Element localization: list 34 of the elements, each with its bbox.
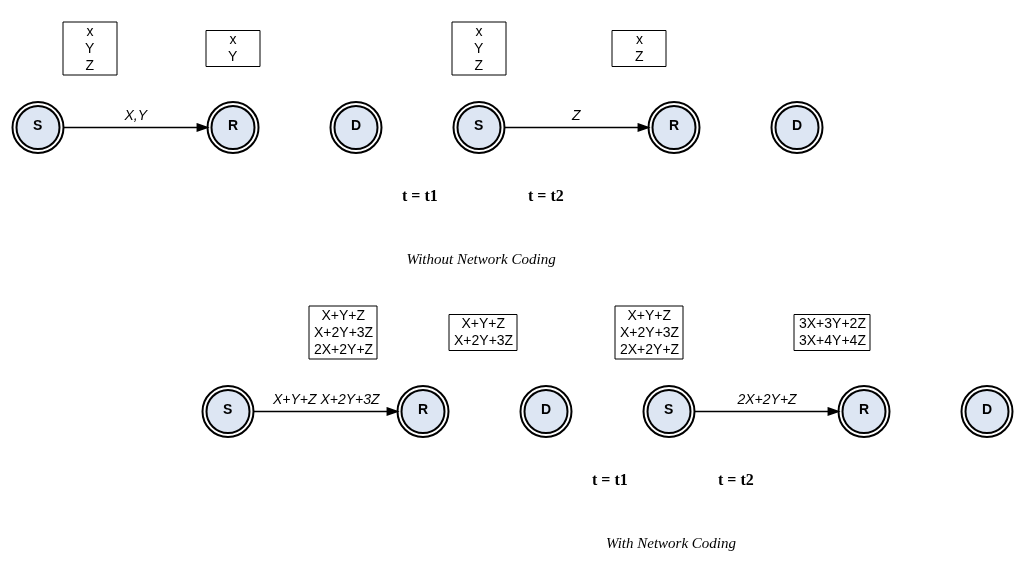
label: t = t1	[592, 470, 628, 488]
edge-label: 2X+2Y+Z	[737, 390, 797, 407]
label: With Network Coding	[606, 534, 737, 551]
edge-label: X+Y+Z X+2Y+3Z	[273, 390, 380, 407]
arrow	[694, 406, 841, 417]
label: t = t2	[528, 186, 564, 204]
node-circle: R	[647, 101, 701, 154]
node-box: x Y Z	[62, 21, 118, 76]
node-box: X+Y+Z X+2Y+3Z 2X+2Y+Z	[308, 305, 378, 360]
node-circle: S	[201, 385, 255, 438]
label: t = t1	[402, 186, 438, 204]
node-box: X+Y+Z X+2Y+3Z 2X+2Y+Z	[614, 305, 684, 360]
node-circle: D	[519, 385, 573, 438]
arrow	[63, 122, 210, 133]
node-circle: S	[11, 101, 65, 154]
node-box: x Z	[611, 30, 667, 67]
node-circle: S	[642, 385, 696, 438]
node-box: X+Y+Z X+2Y+3Z	[448, 314, 518, 351]
node-circle: D	[770, 101, 824, 154]
node-circle: D	[329, 101, 383, 154]
node-box: x Y	[205, 30, 261, 67]
edge-label: X,Y	[124, 106, 148, 123]
node-circle: R	[837, 385, 891, 438]
node-circle: R	[396, 385, 450, 438]
label: Without Network Coding	[406, 250, 556, 267]
node-circle: S	[452, 101, 506, 154]
arrow	[253, 406, 400, 417]
label: t = t2	[718, 470, 754, 488]
arrow	[504, 122, 651, 133]
node-circle: R	[206, 101, 260, 154]
edge-label: Z	[572, 106, 581, 123]
node-circle: D	[960, 385, 1014, 438]
node-box: x Y Z	[451, 21, 507, 76]
node-box: 3X+3Y+2Z 3X+4Y+4Z	[793, 314, 871, 351]
